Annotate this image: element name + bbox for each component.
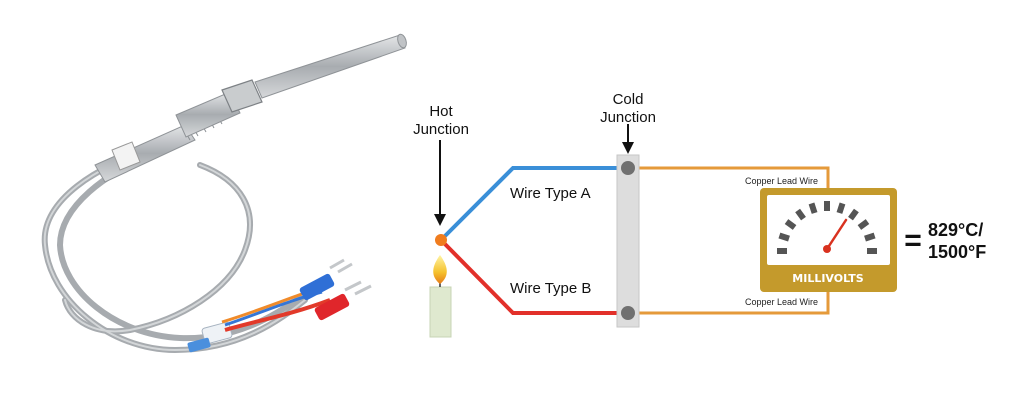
meter-scale-ticks (777, 201, 877, 254)
meter-tick (857, 219, 870, 230)
cold-junction-terminal-bottom (621, 306, 635, 320)
cold-junction-block (616, 154, 640, 328)
wire-type-a-label: Wire Type A (510, 185, 591, 202)
hot-junction-dot (435, 234, 447, 246)
wire-type-b-label: Wire Type B (510, 280, 591, 297)
meter-tick (784, 219, 797, 230)
wire-type-a (439, 166, 628, 242)
copper-lead-top-label: Copper Lead Wire (745, 176, 818, 186)
copper-lead-wire-top (630, 166, 830, 188)
thermocouple-probe-icon (41, 33, 407, 354)
cold-junction-terminal-top (621, 161, 635, 175)
meter-tick (848, 208, 859, 221)
equals-sign: = (904, 224, 922, 257)
cold-junction-label-line2: Junction (600, 109, 656, 126)
millivolt-meter-icon: MILLIVOLTS (760, 188, 897, 292)
copper-lead-bottom-label: Copper Lead Wire (745, 297, 818, 307)
hot-junction-label-line2: Junction (413, 121, 469, 138)
cold-junction-label-line1: Cold (613, 91, 644, 108)
hot-junction-label-line1: Hot (429, 103, 453, 120)
meter-tick (836, 202, 846, 214)
meter-tick (864, 232, 876, 242)
meter-tick (808, 202, 818, 214)
temperature-reading-fahrenheit: 1500°F (928, 242, 986, 262)
meter-pivot (823, 245, 831, 253)
copper-lead-wire-bottom (630, 292, 830, 315)
meter-tick (778, 232, 790, 242)
candle-icon (429, 255, 452, 338)
meter-label: MILLIVOLTS (792, 272, 864, 285)
meter-needle (825, 218, 848, 251)
temperature-reading-celsius: 829°C/ (928, 220, 983, 240)
wire-type-b (439, 238, 628, 315)
meter-tick (795, 208, 806, 221)
